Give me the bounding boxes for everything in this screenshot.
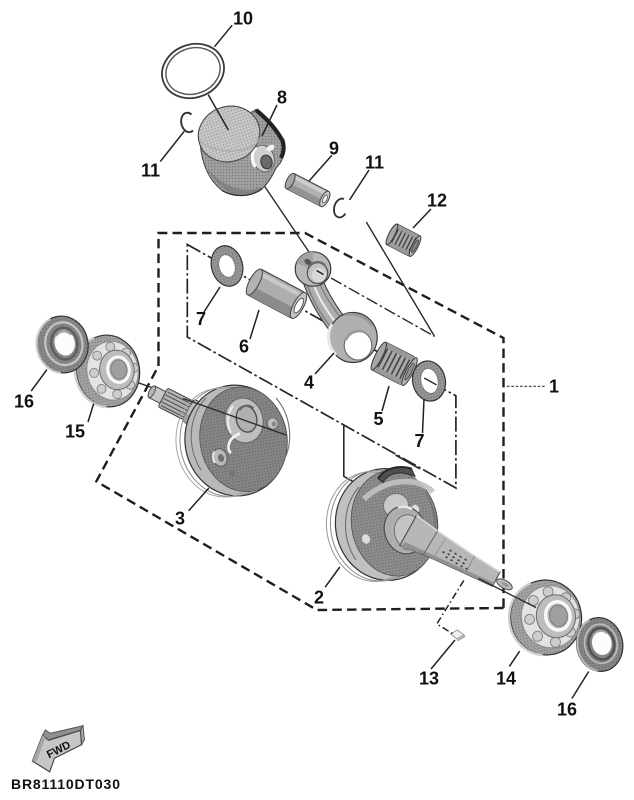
svg-text:1: 1: [549, 377, 559, 397]
svg-text:7: 7: [196, 309, 206, 329]
svg-text:16: 16: [557, 700, 577, 720]
svg-text:16: 16: [14, 392, 34, 412]
svg-text:14: 14: [496, 669, 516, 689]
svg-text:3: 3: [175, 509, 185, 529]
svg-text:11: 11: [141, 161, 160, 181]
svg-text:4: 4: [304, 373, 314, 393]
svg-text:2: 2: [314, 588, 324, 608]
svg-text:10: 10: [233, 9, 253, 29]
svg-text:BR81110DT030: BR81110DT030: [11, 776, 121, 792]
svg-text:6: 6: [239, 337, 249, 357]
svg-text:5: 5: [374, 409, 384, 429]
svg-text:13: 13: [419, 669, 439, 689]
svg-text:7: 7: [415, 431, 425, 451]
svg-text:11: 11: [365, 153, 384, 173]
svg-text:9: 9: [329, 139, 339, 159]
svg-text:8: 8: [277, 88, 287, 108]
svg-text:12: 12: [427, 191, 447, 211]
svg-text:15: 15: [65, 422, 85, 442]
